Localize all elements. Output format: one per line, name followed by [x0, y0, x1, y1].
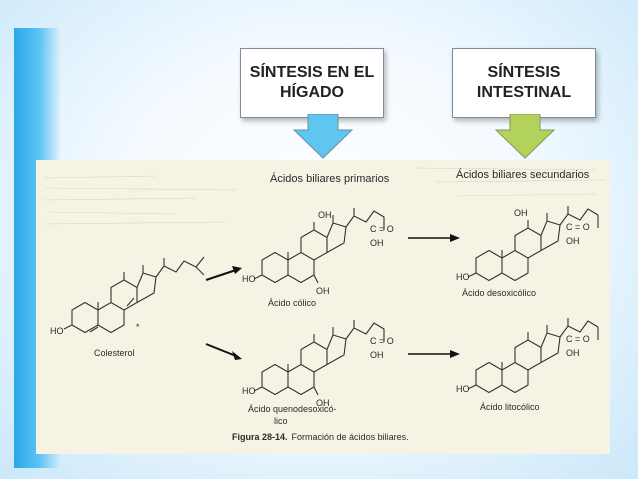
liver-callout-line1: SÍNTESIS EN EL — [249, 64, 375, 81]
quenodesoxicolic-acid-structure — [253, 319, 385, 396]
header-secondary-acids: Ácidos biliares secundarios — [456, 168, 590, 181]
reaction-arrow-cholesterol-to-colic — [205, 266, 242, 281]
cholesterol-ho-label: HO — [50, 326, 64, 336]
deoxicolic-acid-structure — [467, 205, 599, 282]
reaction-arrow-colic-to-deoxicolic — [408, 234, 460, 242]
figure-caption-text: Formación de ácidos biliares. — [292, 432, 409, 442]
quenodesoxicolic-acid-name-line2: lico — [274, 416, 288, 426]
litocolic-acid-oh-label: OH — [566, 348, 580, 358]
deoxicolic-oh-top-label: OH — [514, 208, 528, 218]
colic-carbonyl-label: C = O — [370, 224, 394, 234]
colic-acid-oh-label: OH — [370, 238, 384, 248]
colic-acid-structure — [253, 207, 385, 284]
scan-background-noise — [43, 167, 607, 225]
cholesterol-structure — [63, 256, 205, 334]
colic-acid-name: Ácido cólico — [268, 298, 316, 308]
reaction-arrow-cholesterol-to-quenodesoxicolic — [205, 343, 242, 360]
bile-acid-figure: Ácidos biliares primarios Ácidos biliare… — [36, 160, 610, 454]
quenodesoxicolic-acid-name-line1: Ácido quenodesoxicó- — [248, 404, 337, 414]
deoxicolic-carbonyl-label: C = O — [566, 222, 590, 232]
quenodesoxicolic-carbonyl-label: C = O — [370, 336, 394, 346]
cholesterol-name: Colesterol — [94, 348, 135, 358]
liver-synthesis-callout: SÍNTESIS EN EL HÍGADO — [240, 48, 384, 118]
figure-caption-label: Figura 28-14. — [232, 432, 288, 442]
intestinal-callout-line2: INTESTINAL — [476, 84, 572, 101]
figure-caption: Figura 28-14. Formación de ácidos biliare… — [232, 432, 409, 442]
colic-oh-top-label: OH — [318, 210, 332, 220]
deoxicolic-ho-label: HO — [456, 272, 470, 282]
intestinal-callout-line1: SÍNTESIS — [487, 64, 561, 81]
litocolic-acid-structure — [467, 317, 599, 394]
intestinal-down-arrow-icon — [494, 114, 556, 159]
colic-ho-label: HO — [242, 274, 256, 284]
deoxicolic-acid-name: Ácido desoxicólico — [462, 288, 536, 298]
quenodesoxicolic-ho-label: HO — [242, 386, 256, 396]
litocolic-carbonyl-label: C = O — [566, 334, 590, 344]
header-primary-acids: Ácidos biliares primarios — [270, 172, 390, 185]
deoxicolic-acid-oh-label: OH — [566, 236, 580, 246]
litocolic-ho-label: HO — [456, 384, 470, 394]
colic-oh-bottom-label: OH — [316, 286, 330, 296]
intestinal-synthesis-callout: SÍNTESIS INTESTINAL — [452, 48, 596, 118]
quenodesoxicolic-acid-oh-label: OH — [370, 350, 384, 360]
reaction-arrow-quenodesoxicolic-to-litocolic — [408, 350, 460, 358]
asterisk-mark: * — [136, 322, 140, 332]
quenodesoxicolic-oh-bottom-label: OH — [316, 398, 330, 408]
liver-down-arrow-icon — [292, 114, 354, 159]
liver-callout-line2: HÍGADO — [280, 84, 344, 101]
litocolic-acid-name: Ácido litocólico — [480, 402, 540, 412]
